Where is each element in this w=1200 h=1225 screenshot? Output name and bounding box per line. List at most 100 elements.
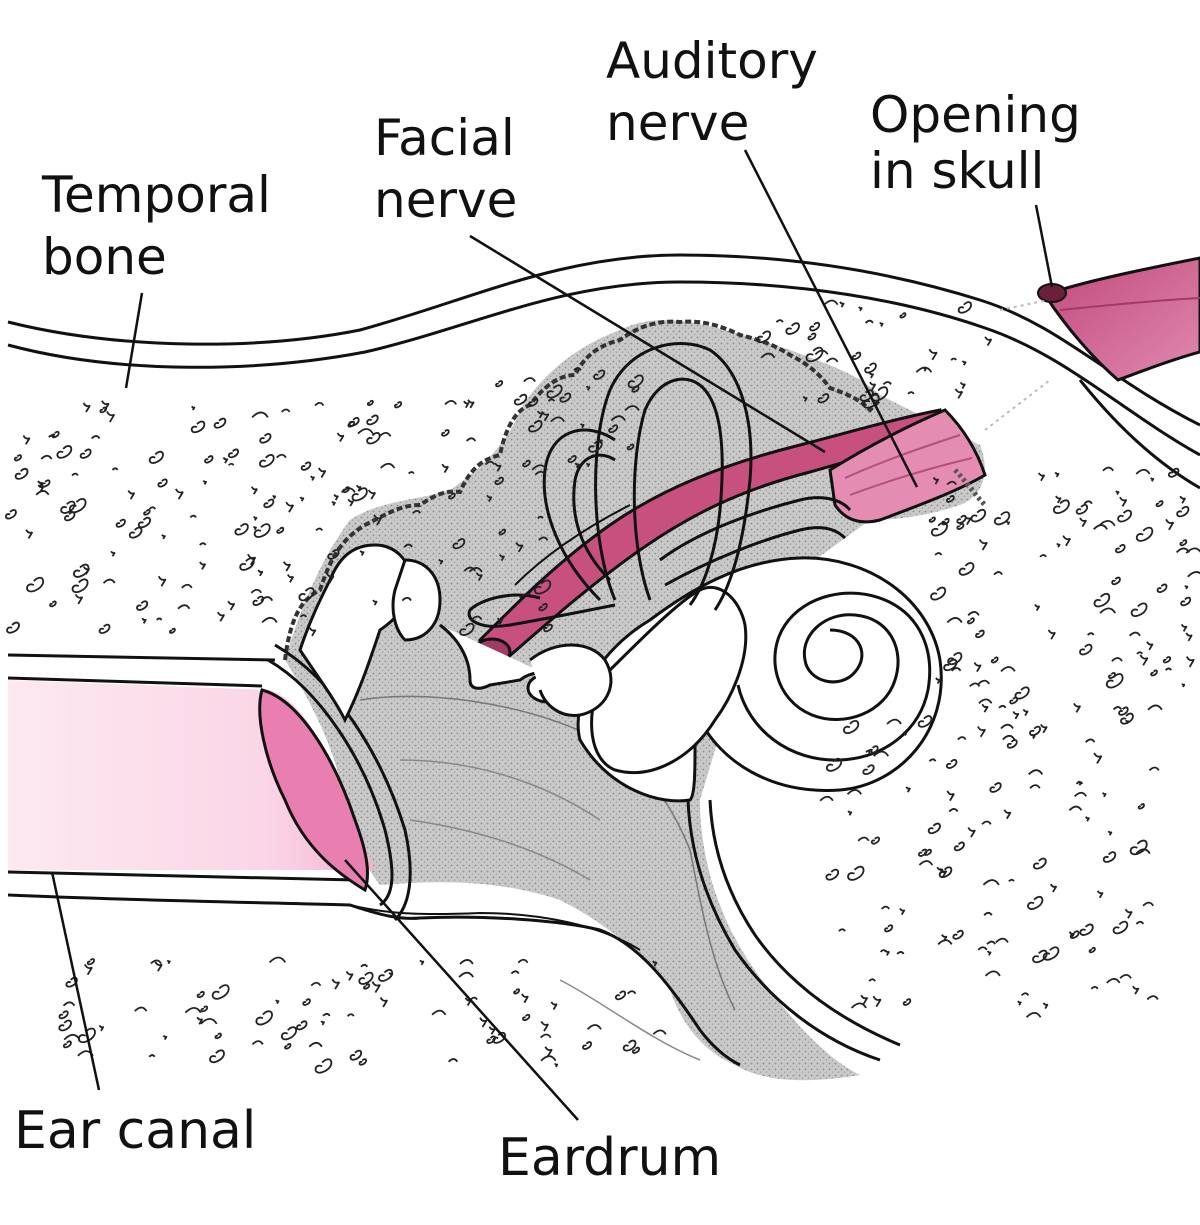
bone-speck bbox=[259, 432, 272, 444]
bone-speck bbox=[802, 395, 808, 402]
bone-speck bbox=[253, 523, 271, 538]
label-ear-canal: Ear canal bbox=[14, 1101, 256, 1161]
bone-speck bbox=[537, 515, 544, 519]
bone-speck bbox=[1055, 495, 1062, 504]
bone-speck bbox=[342, 486, 350, 494]
bone-speck bbox=[260, 596, 274, 602]
bone-speck bbox=[259, 454, 275, 468]
bone-speck bbox=[1102, 466, 1114, 472]
bone-speck bbox=[1165, 518, 1174, 531]
bone-speck bbox=[275, 999, 280, 1005]
bone-speck bbox=[1096, 890, 1104, 899]
bone-speck bbox=[823, 299, 839, 306]
bone-speck bbox=[1093, 524, 1108, 530]
bone-speck bbox=[35, 490, 50, 496]
bone-speck bbox=[984, 970, 1001, 977]
bone-speck bbox=[958, 562, 975, 576]
bone-speck bbox=[902, 998, 912, 1006]
bone-speck bbox=[610, 415, 626, 422]
bone-speck bbox=[499, 554, 505, 562]
bone-speck bbox=[310, 981, 322, 987]
bone-speck bbox=[1146, 995, 1159, 1001]
leader-auditory-nerve bbox=[743, 149, 919, 488]
bone-speck bbox=[950, 357, 957, 361]
bone-speck bbox=[359, 550, 365, 556]
bone-speck bbox=[918, 860, 934, 866]
bone-speck bbox=[1185, 547, 1200, 554]
bone-speck bbox=[360, 963, 369, 968]
bone-speck bbox=[314, 1058, 333, 1074]
bone-speck bbox=[412, 509, 421, 514]
bone-speck bbox=[157, 478, 168, 488]
bone-speck bbox=[74, 593, 83, 605]
leader-opening-in-skull bbox=[1034, 204, 1054, 288]
bone-speck bbox=[1085, 816, 1090, 822]
bone-speck bbox=[56, 445, 73, 459]
bone-speck bbox=[495, 380, 504, 388]
eustachian-contour bbox=[686, 799, 881, 1062]
bone-speck bbox=[839, 301, 845, 308]
bone-speck bbox=[939, 867, 948, 878]
bone-speck bbox=[870, 836, 881, 845]
label-opening-line1: Opening bbox=[870, 86, 1081, 144]
bone-speck bbox=[285, 501, 294, 513]
bone-speck bbox=[441, 429, 450, 437]
bone-speck bbox=[923, 848, 932, 856]
bone-speck bbox=[1000, 666, 1016, 672]
bone-speck bbox=[528, 420, 543, 433]
bone-speck bbox=[582, 1041, 592, 1050]
bone-speck bbox=[1179, 539, 1188, 547]
bone-speck bbox=[467, 399, 475, 409]
bone-speck bbox=[1073, 702, 1081, 713]
bone-speck bbox=[886, 718, 902, 725]
bone-speck bbox=[984, 336, 992, 347]
bone-speck bbox=[954, 388, 963, 399]
bone-speck bbox=[351, 487, 368, 502]
bone-speck bbox=[393, 401, 403, 409]
bone-speck bbox=[336, 432, 345, 442]
bone-speck bbox=[1098, 520, 1116, 527]
bone-speck bbox=[1102, 851, 1117, 863]
bone-speck bbox=[817, 393, 830, 404]
bone-speck bbox=[1162, 656, 1172, 664]
bone-speck bbox=[990, 656, 999, 664]
bone-speck bbox=[864, 319, 874, 324]
bone-speck bbox=[907, 391, 915, 395]
bone-speck bbox=[367, 489, 376, 500]
bone-speck bbox=[239, 557, 255, 571]
bone-speck bbox=[534, 470, 546, 476]
bone-speck bbox=[961, 360, 967, 366]
skull-opening-nerve bbox=[984, 256, 1200, 431]
bone-speck bbox=[1014, 686, 1030, 700]
leader-lines bbox=[50, 149, 1054, 1121]
bone-speck bbox=[157, 575, 167, 587]
cochlea-spiral bbox=[736, 591, 932, 762]
bone-speck bbox=[25, 529, 33, 539]
bone-speck bbox=[214, 1032, 222, 1040]
bone-speck bbox=[785, 322, 800, 335]
bone-speck bbox=[1003, 809, 1012, 820]
bone-speck bbox=[1042, 1002, 1049, 1010]
bone-speck bbox=[543, 623, 553, 633]
bone-speck bbox=[1027, 895, 1044, 910]
bone-speck bbox=[567, 455, 577, 464]
bone-speck bbox=[957, 736, 967, 741]
bone-speck bbox=[1083, 500, 1093, 505]
bone-speck bbox=[196, 1016, 203, 1025]
bone-speck bbox=[299, 496, 305, 502]
bone-speck bbox=[969, 682, 981, 688]
bone-speck bbox=[228, 462, 235, 466]
bone-speck bbox=[1033, 857, 1047, 870]
bone-speck bbox=[1146, 641, 1154, 651]
bone-speck bbox=[843, 720, 860, 735]
bone-speck bbox=[322, 1012, 331, 1017]
bone-speck bbox=[868, 978, 876, 982]
bone-speck bbox=[953, 841, 965, 852]
bone-speck bbox=[899, 312, 907, 319]
bone-speck bbox=[872, 995, 882, 1008]
bone-speck bbox=[1107, 672, 1116, 679]
bone-speck bbox=[148, 450, 164, 464]
bone-speck bbox=[1054, 471, 1060, 478]
bone-speck bbox=[860, 994, 868, 1005]
bone-speck bbox=[251, 1040, 264, 1046]
